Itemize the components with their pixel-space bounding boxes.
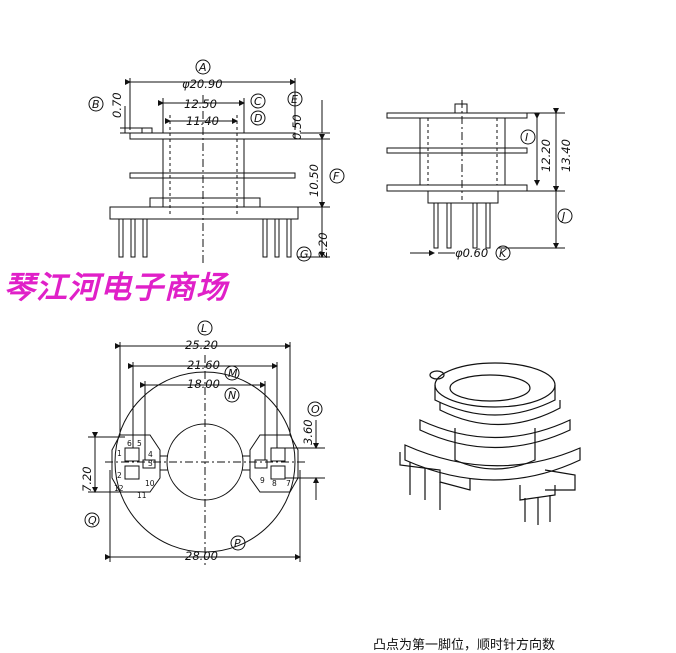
label-n: N [228,389,236,402]
dim-n: 18.00 [187,377,220,391]
label-circle-a [195,59,211,75]
dim-d: 11.40 [186,114,219,128]
dim-o: 3.60 [301,419,315,445]
side-bump [454,103,468,114]
front-pins [118,218,292,258]
pin-number: 12 [114,484,124,493]
label-p: P [234,537,241,550]
label-d: D [254,112,262,125]
dim-f: 10.50 [307,164,321,197]
label-c: C [254,95,262,108]
label-circle-n [224,387,240,403]
label-circle-m [224,365,240,381]
dim-g: 2.20 [316,232,330,258]
label-m: M [228,367,238,380]
label-o: O [311,403,320,416]
middle-flange [129,172,296,179]
bottom-view [88,342,325,565]
label-g: G [300,248,309,261]
pin-number: 10 [145,479,155,488]
iso-pins [409,462,551,525]
pin-number: 1 [117,449,122,458]
dim-p: 28.00 [185,549,218,563]
dim-k: φ0.60 [455,246,488,260]
label-circle-i [520,129,536,145]
side-view-text: I 12.20 13.40 J φ0.60 K [455,129,573,261]
label-b: B [92,98,100,111]
side-pins [433,202,491,249]
dim-a: φ20.90 [182,77,223,91]
label-circle-g [296,246,312,262]
dim-b: 0.70 [110,92,124,118]
base-block [109,206,299,220]
side-view [386,100,565,256]
label-q: Q [88,514,97,527]
top-flange-bump [141,127,153,134]
bottom-view-text: L 25.20 21.60 M 18.00 N O 3.60 7.20 Q 28… [80,320,323,563]
dim-e: 0.50 [290,114,304,140]
dim-c: 12.50 [184,97,217,111]
front-view-text: A φ20.90 12.50 C 11.40 D B 0.70 E 0.50 1… [88,59,345,262]
dim-l: 25.20 [185,338,218,352]
top-flange [129,132,296,140]
dim-h: 13.40 [559,139,573,172]
label-e: E [291,93,298,106]
label-circle-e [287,91,303,107]
label-k: K [499,247,507,260]
label-circle-l [197,320,213,336]
dim-i: 12.20 [539,139,553,172]
front-view [109,78,330,265]
label-l: L [201,322,207,335]
pin-number: 4 [148,450,153,459]
left-pin-block [111,434,161,493]
dim-q: 7.20 [80,466,94,492]
label-circle-b [88,96,104,112]
pin-number: 7 [286,479,291,488]
pin-number: 2 [117,471,122,480]
pin-number: 11 [137,491,147,500]
pin-number: 6 [127,439,132,448]
label-a: A [198,61,207,74]
pin-order-caption: 凸点为第一脚位，顺时针方向数 [373,638,556,653]
pin-number: 9 [260,476,265,485]
label-f: F [333,170,340,183]
isometric-view [399,362,581,525]
label-circle-k [495,245,511,261]
pin-number: 5 [137,439,142,448]
pin-number: 8 [272,479,277,488]
watermark-store-name: 琴江河电子商场 [4,270,228,306]
dim-m: 21.60 [187,358,220,372]
label-circle-q [84,512,100,528]
label-circle-o [307,401,323,417]
label-j: J [560,210,565,223]
label-circle-f [329,168,345,184]
pin-number: 3 [148,459,153,468]
label-circle-p [230,535,246,551]
label-circle-d [250,110,266,126]
label-circle-c [250,93,266,109]
right-pin-block [249,434,299,493]
label-circle-j [557,208,573,224]
label-i: I [525,131,528,144]
